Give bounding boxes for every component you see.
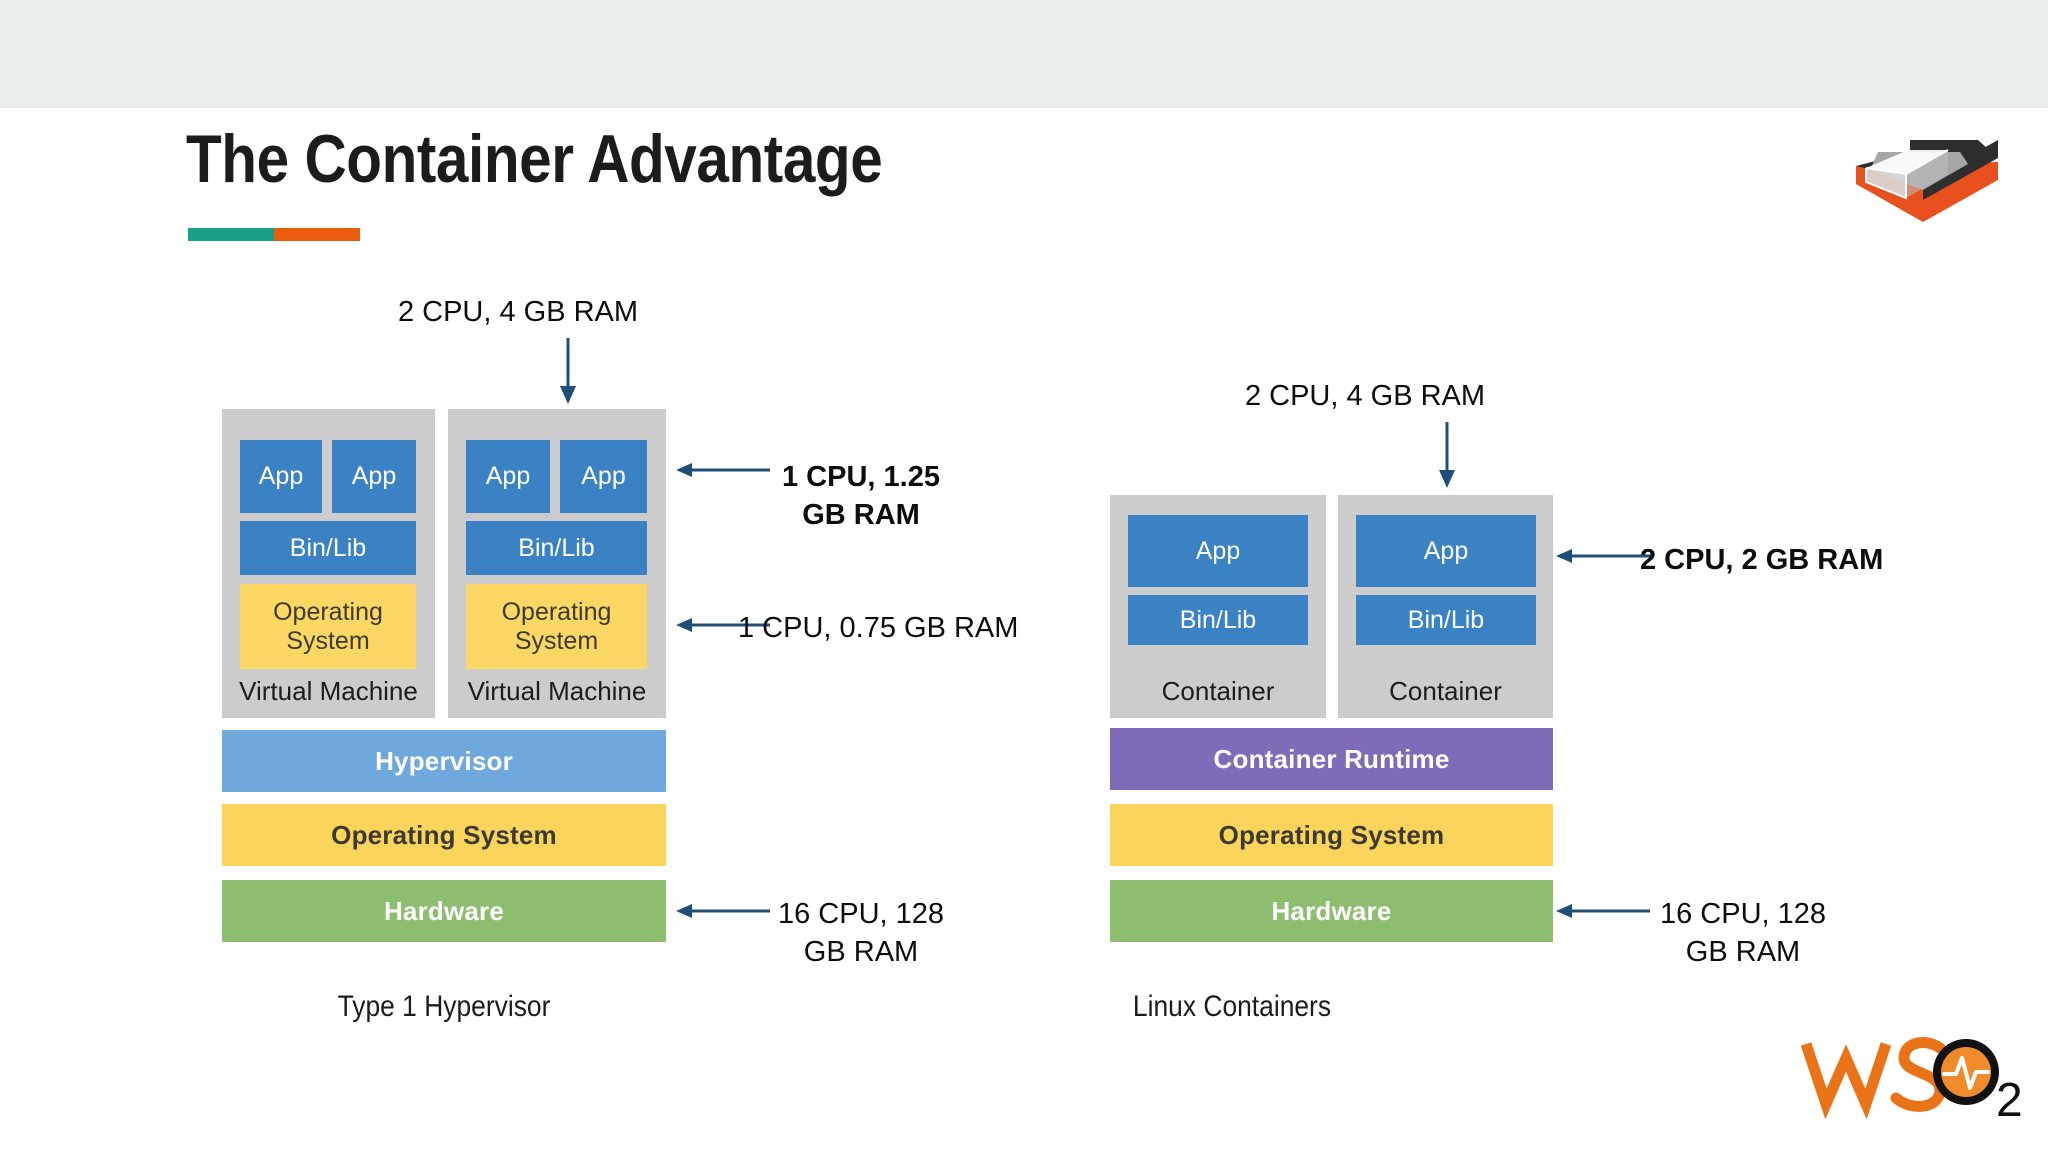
left-app-annotation-arrow	[676, 463, 770, 477]
left-app-annotation: 1 CPU, 1.25 GB RAM	[782, 461, 940, 531]
left-diagram-caption: Type 1 Hypervisor	[337, 990, 551, 1023]
accent-teal-segment	[188, 228, 274, 241]
right-hardware-annotation-arrow	[1556, 904, 1650, 918]
left-layer-hypervisor[interactable]: Hypervisor	[222, 730, 666, 792]
container1-binlib[interactable]: Bin/Lib	[1128, 595, 1308, 645]
container-1-label: Container	[1161, 676, 1275, 706]
vm1-guest-os-label: Operating System	[273, 597, 383, 655]
virtual-machine-2[interactable]: App App Bin/Lib Operating System	[448, 409, 666, 718]
right-container-annotation-arrow	[1556, 549, 1654, 563]
virtual-machine-1-label: Virtual Machine	[239, 676, 418, 706]
right-top-arrow	[1439, 422, 1455, 488]
vm1-app-1[interactable]: App	[240, 440, 322, 513]
left-guest-os-annotation: 1 CPU, 0.75 GB RAM	[738, 612, 1019, 644]
container2-app[interactable]: App	[1356, 515, 1536, 587]
right-layer-hardware[interactable]: Hardware	[1110, 880, 1553, 942]
vm2-app-1[interactable]: App	[466, 440, 550, 513]
left-guest-os-annotation-arrow	[676, 618, 770, 632]
right-top-annotation: 2 CPU, 4 GB RAM	[1244, 380, 1486, 412]
container2-binlib[interactable]: Bin/Lib	[1356, 595, 1536, 645]
right-container-annotation: 2 CPU, 2 GB RAM	[1640, 544, 1884, 576]
right-diagram-caption: Linux Containers	[1132, 990, 1332, 1023]
vm2-guest-os[interactable]: Operating System	[466, 584, 647, 669]
container-cube-logo	[1856, 140, 1998, 222]
container-2-label: Container	[1389, 676, 1502, 706]
right-hardware-annotation: 16 CPU, 128 GB RAM	[1659, 898, 1827, 968]
vm2-app-2[interactable]: App	[560, 440, 647, 513]
container-1[interactable]: App Bin/Lib	[1110, 495, 1326, 718]
container1-app[interactable]: App	[1128, 515, 1308, 587]
virtual-machine-1[interactable]: App App Bin/Lib Operating System	[222, 409, 435, 718]
container-2[interactable]: App Bin/Lib	[1338, 495, 1553, 718]
left-top-arrow	[560, 338, 576, 404]
header-band	[0, 0, 2048, 108]
accent-orange-segment	[274, 228, 360, 241]
wso2-subscript: 2	[1996, 1074, 2023, 1124]
vm1-guest-os[interactable]: Operating System	[240, 584, 416, 669]
virtual-machine-2-label: Virtual Machine	[467, 676, 647, 706]
vm2-binlib[interactable]: Bin/Lib	[466, 521, 647, 575]
title-accent-bar	[188, 228, 360, 241]
left-hardware-annotation: 16 CPU, 128 GB RAM	[777, 898, 945, 968]
left-layer-operating-system[interactable]: Operating System	[222, 804, 666, 866]
right-layer-operating-system[interactable]: Operating System	[1110, 804, 1553, 866]
left-layer-hardware[interactable]: Hardware	[222, 880, 666, 942]
wso2-logo: 2	[1800, 1037, 2023, 1124]
vm2-guest-os-label: Operating System	[501, 597, 612, 655]
left-hardware-annotation-arrow	[676, 904, 770, 918]
vm1-app-2[interactable]: App	[332, 440, 416, 513]
left-top-annotation: 2 CPU, 4 GB RAM	[397, 296, 639, 328]
page-title: The Container Advantage	[186, 121, 883, 197]
vm1-binlib[interactable]: Bin/Lib	[240, 521, 416, 575]
right-layer-container-runtime[interactable]: Container Runtime	[1110, 728, 1553, 790]
